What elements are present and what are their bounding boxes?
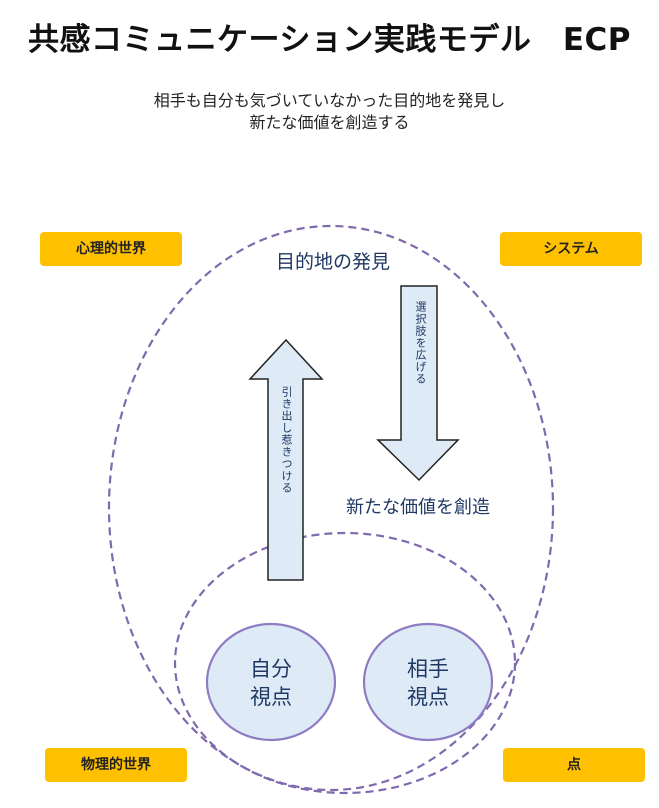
outer-ellipse bbox=[107, 224, 555, 792]
badge-top-right: システム bbox=[500, 232, 642, 266]
other-viewpoint-line-2: 視点 bbox=[407, 685, 449, 709]
other-viewpoint-circle bbox=[362, 622, 494, 742]
subtitle-line-1: 相手も自分も気づいていなかった目的地を発見し bbox=[153, 91, 506, 110]
inner-ellipse bbox=[173, 531, 517, 795]
up-arrow-label: 引き出し惹きつける bbox=[280, 386, 293, 494]
self-viewpoint-label: 自分 視点 bbox=[211, 655, 331, 711]
badge-bottom-right: 点 bbox=[503, 748, 645, 782]
down-arrow bbox=[376, 285, 460, 482]
destination-label: 目的地の発見 bbox=[276, 251, 391, 273]
subtitle-line-2: 新たな価値を創造する bbox=[249, 113, 410, 132]
other-viewpoint-line-1: 相手 bbox=[407, 657, 449, 681]
other-viewpoint-label: 相手 視点 bbox=[368, 655, 488, 711]
badge-top-left: 心理的世界 bbox=[40, 232, 182, 266]
up-arrow bbox=[248, 338, 324, 581]
new-value-label: 新たな価値を創造 bbox=[346, 497, 490, 518]
page-title: 共感コミュニケーション実践モデル ECP bbox=[27, 22, 632, 58]
self-viewpoint-circle bbox=[205, 622, 337, 742]
subtitle: 相手も自分も気づいていなかった目的地を発見し 新たな価値を創造する bbox=[0, 90, 659, 134]
down-arrow-label: 選択肢を広げる bbox=[414, 301, 427, 385]
badge-bottom-left: 物理的世界 bbox=[45, 748, 187, 782]
self-viewpoint-line-1: 自分 bbox=[250, 657, 292, 681]
self-viewpoint-line-2: 視点 bbox=[250, 685, 292, 709]
